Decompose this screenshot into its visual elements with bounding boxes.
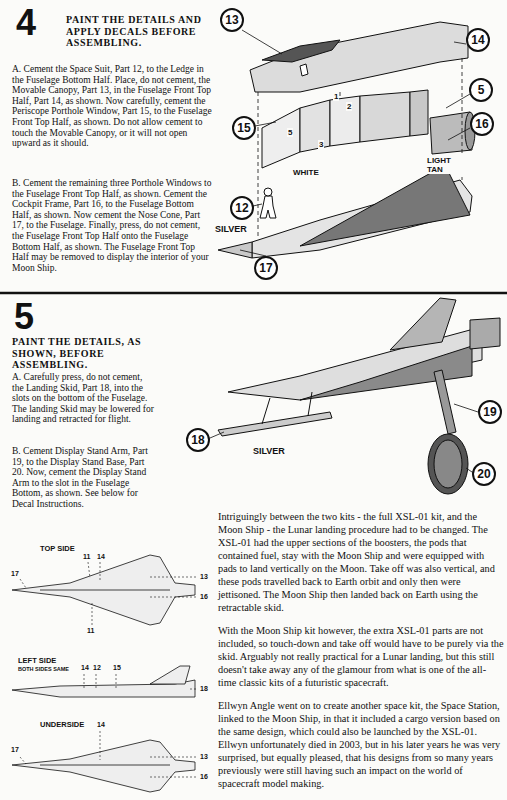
callout-circle: 15	[232, 116, 256, 140]
decal-number: 17	[10, 746, 20, 754]
callout-number: 20	[477, 467, 490, 481]
view-label: UNDERSIDE	[40, 720, 84, 729]
decal-number: 12	[92, 664, 102, 672]
step5-ship	[218, 298, 500, 494]
callout-number: 13	[225, 13, 238, 27]
color-label: WHITE	[292, 168, 320, 177]
step-heading: PAINT THE DETAILS AND APPLY DECALS BEFOR…	[66, 14, 206, 49]
part-number: 2	[346, 102, 352, 111]
decal-views	[12, 555, 195, 792]
decal-number: 14	[80, 664, 90, 672]
view-label: TOP SIDE	[40, 544, 75, 553]
callout-circle: 19	[478, 400, 502, 424]
body-paragraph: Intriguingly between the two kits - the …	[218, 510, 504, 614]
step-number: 5	[14, 298, 34, 336]
callout-number: 16	[475, 117, 488, 131]
callout-circle: 5	[469, 78, 493, 102]
callout-circle: 17	[254, 256, 278, 280]
step-number: 4	[16, 4, 36, 42]
decal-number: 11	[86, 627, 95, 635]
assembly-lines	[240, 30, 470, 256]
decal-number: 14	[96, 721, 106, 729]
callout-circle: 14	[466, 28, 490, 52]
decal-number: 13	[199, 753, 209, 761]
body-paragraph: Ellwyn Angle went on to create another s…	[218, 699, 504, 790]
color-label: SILVER	[252, 446, 286, 456]
part-number: 5	[287, 128, 293, 137]
decal-number: 14	[96, 553, 106, 561]
body-paragraph: With the Moon Ship kit however, the extr…	[218, 624, 504, 689]
decal-number: 13	[199, 573, 209, 581]
color-label: LIGHT TAN	[426, 156, 468, 174]
decal-number: 11	[82, 553, 91, 561]
decal-number: 16	[199, 773, 209, 781]
callout-circle: 16	[470, 112, 494, 136]
callout-number: 5	[478, 83, 485, 97]
decal-number: 18	[199, 685, 209, 693]
callout-circle: 12	[230, 196, 254, 220]
decal-number: 16	[199, 593, 209, 601]
callout-number: 18	[191, 433, 204, 447]
part-number: 1	[333, 92, 339, 101]
callout-circle: 18	[186, 428, 210, 452]
callout-number: 17	[259, 261, 272, 275]
step-heading: PAINT THE DETAILS, AS SHOWN, BEFORE ASSE…	[12, 336, 162, 371]
view-note: BOTH SIDES SAME	[18, 666, 69, 673]
decal-number: 17	[10, 570, 20, 578]
color-label: SILVER	[214, 224, 248, 234]
callout-number: 12	[235, 201, 248, 215]
instruction-text: A. Carefully press, do not cement, the L…	[12, 372, 154, 425]
callout-circle: 20	[472, 462, 496, 486]
instruction-text: B. Cement Display Stand Arm, Part 19, to…	[12, 446, 154, 510]
view-label: LEFT SIDE	[18, 656, 56, 665]
callout-number: 15	[237, 121, 250, 135]
decal-number: 15	[112, 664, 122, 672]
instruction-text: A. Cement the Space Suit, Part 12, to th…	[12, 64, 212, 149]
instruction-text: B. Cement the remaining three Porthole W…	[12, 178, 212, 273]
callout-number: 19	[483, 405, 496, 419]
part-number: 3	[318, 140, 324, 149]
callout-number: 14	[471, 33, 484, 47]
step4-ship	[218, 22, 475, 258]
callout-circle: 13	[220, 8, 244, 32]
